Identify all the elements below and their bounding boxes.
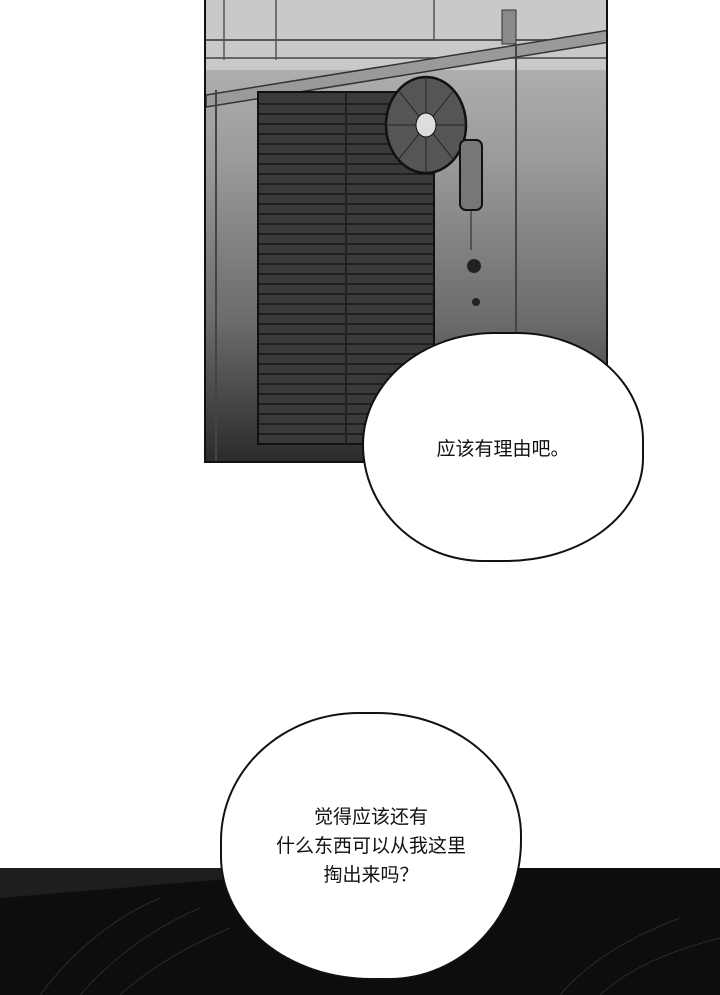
speech-bubble-2: 觉得应该还有 什么东西可以从我这里 掏出来吗？ [220,712,522,980]
speech-text-2-line-3: 掏出来吗？ [323,863,419,886]
speech-text-1: 应该有理由吧。 [436,437,570,460]
speech-bubble-1: 应该有理由吧。 [362,332,644,562]
speech-text-2-line-1: 觉得应该还有 [313,805,428,828]
speech-text-2-line-2: 什么东西可以从我这里 [275,834,466,857]
comic-panel-room [204,0,608,463]
